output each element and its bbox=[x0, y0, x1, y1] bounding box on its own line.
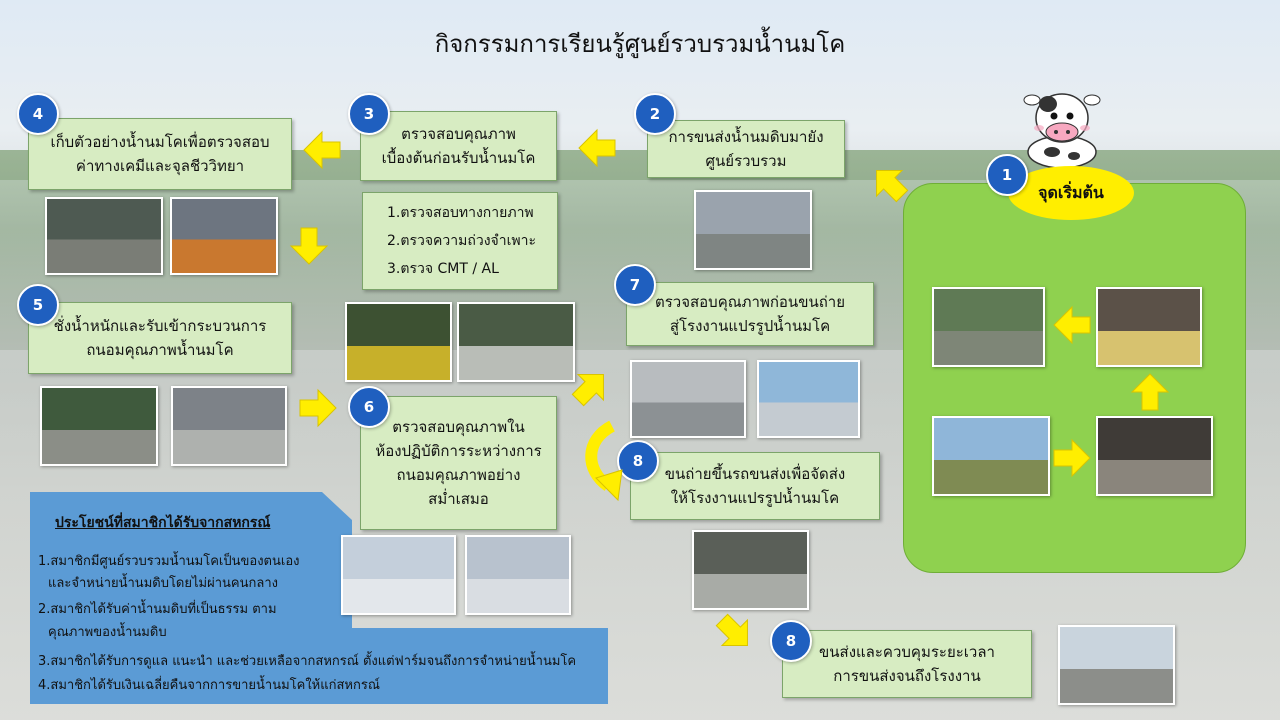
step-box-8b: ขนส่งและควบคุมระยะเวลา การขนส่งจนถึงโรงง… bbox=[782, 630, 1032, 698]
step-6-line-2: ห้องปฏิบัติการระหว่างการ bbox=[375, 442, 542, 460]
arrow-milking-to-truck bbox=[1053, 306, 1091, 344]
benefit-item-2a: 2.สมาชิกได้รับค่าน้ำนมดิบที่เป็นธรรม ตาม bbox=[38, 602, 277, 617]
step-7-line-2: สู่โรงงานแปรรูปน้ำนมโค bbox=[669, 317, 831, 335]
benefit-title: ประโยชน์ที่สมาชิกได้รับจากสหกรณ์ bbox=[55, 515, 271, 531]
page-title: กิจกรรมการเรียนรู้ศูนย์รวบรวมน้ำนมโค bbox=[434, 30, 846, 58]
check-item-2: 2.ตรวจความถ่วงจำเพาะ bbox=[387, 233, 536, 249]
step-box-2: การขนส่งน้ำนมดิบมายัง ศูนย์รวบรวม bbox=[647, 120, 845, 178]
step-box-4: เก็บตัวอย่างน้ำนมโคเพื่อตรวจสอบ ค่าทางเค… bbox=[28, 118, 292, 190]
milk-cans-photo bbox=[345, 302, 452, 382]
step-badge-8a: 8 bbox=[617, 440, 659, 482]
step-6-line-4: สม่ำเสมอ bbox=[428, 490, 489, 508]
step-4-line-1: เก็บตัวอย่างน้ำนมโคเพื่อตรวจสอบ bbox=[50, 133, 270, 151]
step-6-line-1: ตรวจสอบคุณภาพใน bbox=[392, 418, 525, 436]
step-badge-4: 4 bbox=[17, 93, 59, 135]
step-8a-line-2: ให้โรงงานแปรรูปน้ำนมโค bbox=[670, 489, 840, 507]
milk-sampling-photo bbox=[45, 197, 163, 275]
milking-photo bbox=[1096, 287, 1202, 367]
step-badge-8b: 8 bbox=[770, 620, 812, 662]
arrow-feeding-to-milking bbox=[1131, 373, 1169, 411]
step-2-line-1: การขนส่งน้ำนมดิบมายัง bbox=[668, 128, 824, 146]
arrow-6-to-7 bbox=[564, 361, 617, 414]
check-item-1: 1.ตรวจสอบทางกายภาพ bbox=[387, 205, 534, 221]
step-badge-3: 3 bbox=[348, 93, 390, 135]
step-badge-7: 7 bbox=[614, 264, 656, 306]
benefit-panel bbox=[30, 492, 608, 704]
step-badge-5: 5 bbox=[17, 284, 59, 326]
farm-truck-photo bbox=[932, 287, 1045, 367]
step-badge-1: 1 bbox=[986, 154, 1028, 196]
checks-box: 1.ตรวจสอบทางกายภาพ 2.ตรวจความถ่วงจำเพาะ … bbox=[362, 192, 558, 290]
arrow-8a-to-8b bbox=[708, 606, 761, 659]
benefit-item-2b: คุณภาพของน้ำนมดิบ bbox=[48, 625, 167, 640]
benefit-item-1a: 1.สมาชิกมีศูนย์รวบรวมน้ำนมโคเป็นของตนเอง bbox=[38, 554, 300, 569]
check-item-3: 3.ตรวจ CMT / AL bbox=[387, 261, 499, 277]
step-5-line-1: ชั่งน้ำหนักและรับเข้ากระบวนการ bbox=[53, 317, 267, 335]
step-8a-line-1: ขนถ่ายขึ้นรถขนส่งเพื่อจัดส่ง bbox=[664, 465, 846, 483]
step-7-line-1: ตรวจสอบคุณภาพก่อนขนถ่าย bbox=[655, 293, 845, 311]
step-2-line-2: ศูนย์รวบรวม bbox=[705, 152, 787, 170]
cows-feeding-photo bbox=[1096, 416, 1213, 496]
tank-inspection-photo bbox=[630, 360, 746, 438]
lab-photo-1 bbox=[341, 535, 456, 615]
benefit-item-3: 3.สมาชิกได้รับการดูแล แนะนำ และช่วยเหลือ… bbox=[38, 654, 577, 669]
step-3-line-1: ตรวจสอบคุณภาพ bbox=[401, 125, 516, 143]
factory-photo bbox=[1058, 625, 1175, 705]
step-3-line-2: เบื้องต้นก่อนรับน้ำนมโค bbox=[381, 149, 536, 167]
arrow-1-to-2 bbox=[863, 157, 916, 210]
arrow-7-to-8-head bbox=[595, 469, 623, 502]
step-8b-line-2: การขนส่งจนถึงโรงงาน bbox=[833, 667, 981, 685]
benefit-item-1b: และจำหน่ายน้ำนมดิบโดยไม่ผ่านคนกลาง bbox=[48, 576, 278, 591]
cow-mascot-icon bbox=[1023, 93, 1101, 169]
milk-cans-line-photo bbox=[457, 302, 575, 382]
arrow-2-to-3 bbox=[578, 129, 616, 167]
cooling-tanks-photo bbox=[171, 386, 287, 466]
step-box-5: ชั่งน้ำหนักและรับเข้ากระบวนการ ถนอมคุณภา… bbox=[28, 302, 292, 374]
arrow-5-to-6 bbox=[299, 389, 337, 427]
step-box-6: ตรวจสอบคุณภาพใน ห้องปฏิบัติการระหว่างการ… bbox=[360, 396, 557, 530]
lab-photo-2 bbox=[465, 535, 571, 615]
step-5-line-2: ถนอมคุณภาพน้ำนมโค bbox=[86, 341, 234, 359]
sample-bottles-photo bbox=[170, 197, 278, 275]
step-box-7: ตรวจสอบคุณภาพก่อนขนถ่าย สู่โรงงานแปรรูปน… bbox=[626, 282, 874, 346]
benefit-item-4: 4.สมาชิกได้รับเงินเฉลี่ยคืนจากการขายน้ำน… bbox=[38, 678, 380, 693]
step-6-line-3: ถนอมคุณภาพอย่าง bbox=[396, 466, 521, 484]
step-box-8a: ขนถ่ายขึ้นรถขนส่งเพื่อจัดส่ง ให้โรงงานแป… bbox=[630, 452, 880, 520]
step-badge-6: 6 bbox=[348, 386, 390, 428]
step-4-line-2: ค่าทางเคมีและจุลชีววิทยา bbox=[75, 157, 245, 175]
arrow-3-to-4 bbox=[303, 131, 341, 169]
step-box-3: ตรวจสอบคุณภาพ เบื้องต้นก่อนรับน้ำนมโค bbox=[360, 111, 557, 181]
cows-pasture-photo bbox=[932, 416, 1050, 496]
start-label: จุดเริ่มต้น bbox=[1008, 166, 1134, 220]
start-panel bbox=[903, 183, 1246, 573]
tanker-truck-photo bbox=[692, 530, 809, 610]
collection-center-photo bbox=[694, 190, 812, 270]
tanker-top-photo bbox=[757, 360, 860, 438]
arrow-pasture-to-feeding bbox=[1053, 439, 1091, 477]
step-8b-line-1: ขนส่งและควบคุมระยะเวลา bbox=[819, 643, 995, 661]
step-badge-2: 2 bbox=[634, 93, 676, 135]
weighing-photo bbox=[40, 386, 158, 466]
arrow-4-to-5 bbox=[290, 227, 328, 265]
